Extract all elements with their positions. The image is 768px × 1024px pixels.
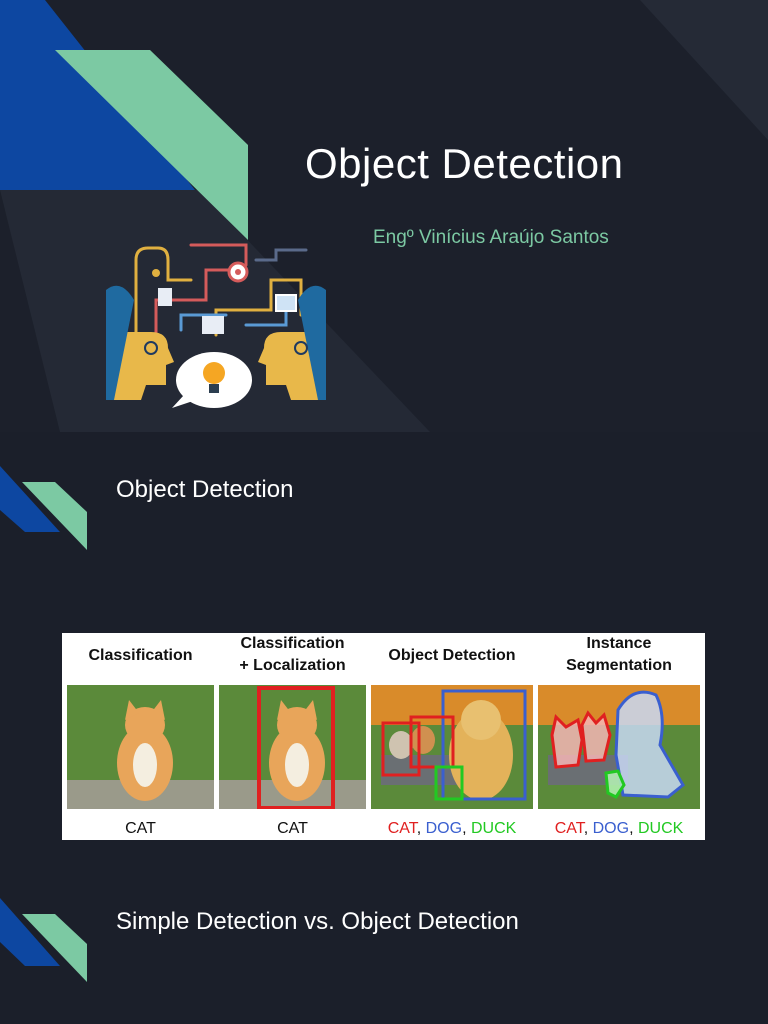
kitten-photo-boxed (219, 685, 366, 809)
column-caption: CAT (277, 820, 308, 837)
segmentation-labels: CAT, DOG, DUCK (538, 819, 700, 839)
column-title-line2: + Localization (239, 657, 346, 674)
label-cat: CAT (387, 820, 417, 837)
column-title-line1: Classification (240, 635, 345, 652)
corner-stripe (640, 0, 768, 140)
slide-decoration-2 (0, 466, 87, 982)
dog-mask (614, 690, 685, 799)
label-separator: , (462, 820, 471, 837)
label-duck: DUCK (637, 820, 684, 837)
bounding-box (257, 686, 335, 809)
column-title-line1: Instance (586, 635, 652, 652)
duck-mask (604, 769, 626, 799)
label-duck: DUCK (470, 820, 517, 837)
label-cat: CAT (554, 820, 584, 837)
cat-mask (550, 714, 584, 769)
label-dog: DOG (592, 820, 630, 837)
label-dog: DOG (425, 820, 463, 837)
figure-column-detection: Object Detection CAT, DOG, DUCK (371, 633, 533, 840)
pets-photo-segmented (538, 685, 700, 809)
document-icon (158, 288, 172, 306)
author-name: Engº Vinícius Araújo Santos (373, 227, 609, 248)
mint-stripe-bottom (22, 914, 87, 982)
chart-icon (202, 316, 224, 334)
node-dot (152, 269, 160, 277)
column-title: Classification (88, 647, 193, 664)
label-separator: , (583, 820, 593, 837)
column-title-line2: Segmentation (566, 657, 672, 674)
cat-box (381, 721, 421, 777)
slide-title: Object Detection (305, 140, 624, 187)
dog-box (441, 689, 527, 801)
label-separator: , (416, 820, 426, 837)
column-title: Object Detection (388, 647, 516, 664)
screen-icon (275, 294, 297, 312)
kitten-photo (67, 685, 214, 809)
label-separator: , (629, 820, 638, 837)
figure-column-segmentation: Instance Segmentation CAT, DOG, DUCK (538, 633, 700, 840)
figure-column-localization: Classification + Localization CAT (219, 633, 366, 840)
title-slide: Object Detection Engº Vinícius Araújo Sa… (0, 0, 768, 432)
section-heading: Object Detection (116, 476, 294, 503)
duck-box (434, 765, 464, 801)
blue-stripe-top (0, 466, 60, 532)
ai-illustration (106, 243, 326, 408)
column-caption: CAT (125, 820, 156, 837)
detection-figure: Classification CAT Classification + Loca… (62, 633, 705, 840)
blue-stripe (0, 0, 195, 190)
circuit-lines (134, 243, 308, 342)
cat-mask (580, 710, 612, 763)
figure-column-classification: Classification CAT (67, 633, 214, 840)
blue-stripe-bottom (0, 898, 60, 966)
lightbulb-icon (203, 362, 225, 384)
mint-stripe-top (22, 482, 87, 550)
detection-labels: CAT, DOG, DUCK (371, 819, 533, 839)
content-slide: Object Detection Classification CAT Clas… (0, 432, 768, 1024)
pets-photo-boxed (371, 685, 533, 809)
section-heading-2: Simple Detection vs. Object Detection (116, 908, 519, 935)
mint-stripe (55, 50, 248, 240)
cat-box (409, 715, 455, 769)
